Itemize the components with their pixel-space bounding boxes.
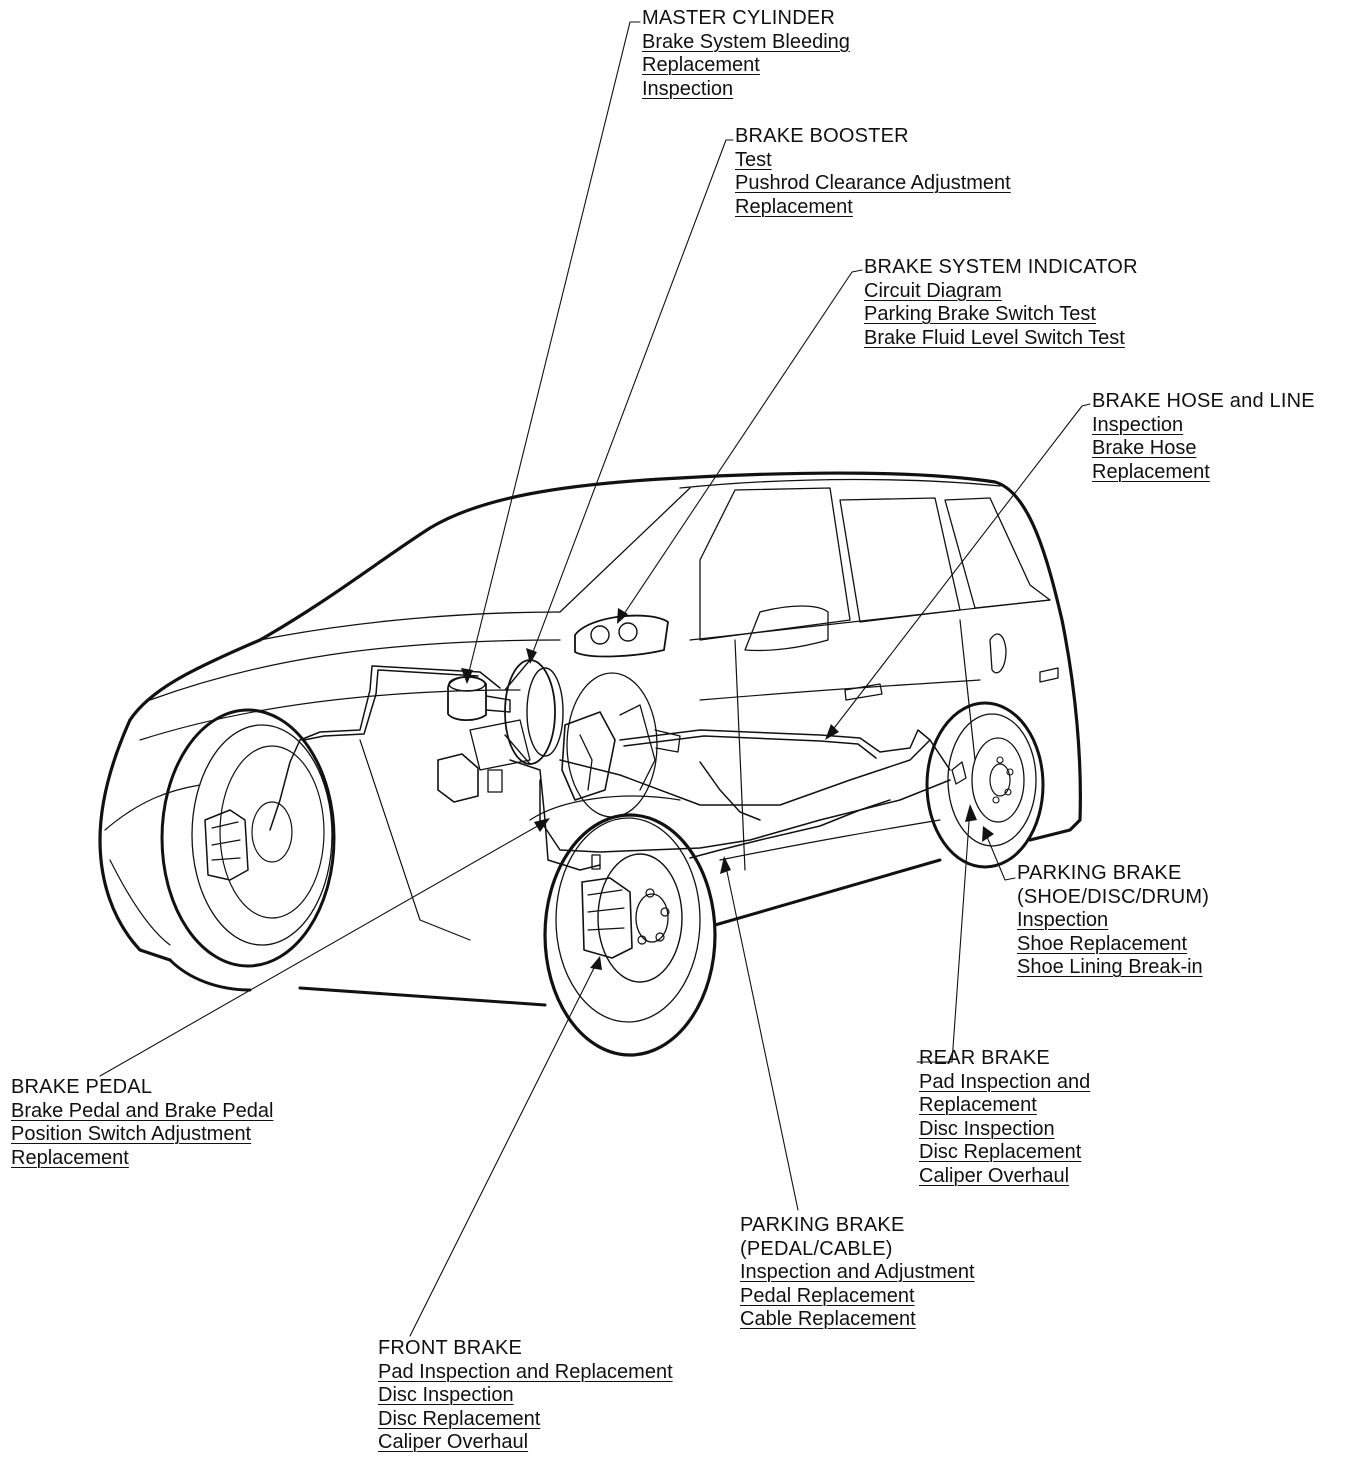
leader-master-cylinder	[466, 21, 641, 681]
link-rear-pad-replacement[interactable]: Replacement	[919, 1094, 1037, 1116]
callout-title: BRAKE SYSTEM INDICATOR	[864, 256, 1138, 278]
callout-title: REAR BRAKE	[919, 1047, 1050, 1069]
callout-subtitle: (PEDAL/CABLE)	[740, 1237, 893, 1260]
link-front-caliper-overhaul[interactable]: Caliper Overhaul	[378, 1431, 529, 1453]
link-master-cylinder-replacement[interactable]: Replacement	[642, 54, 760, 76]
callout-brake-booster: BRAKE BOOSTER Test Pushrod Clearance Adj…	[735, 125, 1011, 219]
link-brake-system-bleeding[interactable]: Brake System Bleeding	[642, 30, 850, 53]
link-brake-booster-test[interactable]: Test	[735, 148, 772, 171]
callout-title: BRAKE PEDAL	[11, 1076, 153, 1098]
callout-master-cylinder: MASTER CYLINDER Brake System Bleeding Re…	[642, 7, 850, 101]
brake-components	[437, 614, 681, 818]
leader-parking-brake-shoe	[984, 831, 1016, 881]
callout-title: MASTER CYLINDER	[642, 7, 836, 29]
link-parking-brake-shoe-inspection[interactable]: Inspection	[1017, 909, 1109, 931]
link-rear-disc-replacement[interactable]: Disc Replacement	[919, 1141, 1082, 1163]
link-brake-booster-replacement[interactable]: Replacement	[735, 195, 853, 218]
link-brake-hose-inspection[interactable]: Inspection	[1092, 413, 1184, 436]
link-inspection-and-adjustment[interactable]: Inspection and Adjustment	[740, 1261, 975, 1283]
leader-arrowheads	[461, 608, 994, 970]
callout-parking-brake-shoe: PARKING BRAKE (SHOE/DISC/DRUM) Inspectio…	[1017, 862, 1209, 980]
link-brake-pedal-and-brake-pedal[interactable]: Brake Pedal and Brake Pedal	[11, 1099, 274, 1122]
brake-lines	[269, 665, 951, 871]
callout-title: BRAKE BOOSTER	[735, 125, 909, 147]
link-rear-pad-inspection[interactable]: Pad Inspection and	[919, 1070, 1091, 1093]
leader-rear-brake	[916, 807, 971, 1063]
callout-title: PARKING BRAKE	[1017, 862, 1182, 884]
vehicle-body	[98, 471, 1082, 1007]
leader-lines	[99, 21, 1091, 1337]
link-brake-fluid-level-switch-test[interactable]: Brake Fluid Level Switch Test	[864, 326, 1125, 349]
callout-brake-hose-and-line: BRAKE HOSE and LINE Inspection Brake Hos…	[1092, 390, 1315, 484]
link-pedal-replacement[interactable]: Pedal Replacement	[740, 1284, 915, 1307]
callout-front-brake: FRONT BRAKE Pad Inspection and Replaceme…	[378, 1337, 673, 1455]
callout-subtitle: (SHOE/DISC/DRUM)	[1017, 885, 1210, 908]
link-rear-disc-inspection[interactable]: Disc Inspection	[919, 1117, 1055, 1140]
rear-wheel	[925, 701, 1045, 869]
leader-brake-hose-and-line	[827, 403, 1091, 737]
link-front-pad-inspection-and-replacement[interactable]: Pad Inspection and Replacement	[378, 1360, 673, 1383]
link-brake-hose-replacement[interactable]: Replacement	[1092, 460, 1210, 483]
link-parking-brake-switch-test[interactable]: Parking Brake Switch Test	[864, 303, 1096, 325]
callout-rear-brake: REAR BRAKE Pad Inspection and Replacemen…	[919, 1047, 1090, 1188]
callout-parking-brake-pedal: PARKING BRAKE (PEDAL/CABLE) Inspection a…	[740, 1214, 975, 1332]
leader-brake-system-indicator	[619, 269, 863, 621]
leader-parking-brake-pedal	[724, 861, 799, 1211]
link-shoe-replacement[interactable]: Shoe Replacement	[1017, 932, 1188, 955]
link-front-disc-inspection[interactable]: Disc Inspection	[378, 1384, 514, 1406]
link-position-switch-adjustment[interactable]: Position Switch Adjustment	[11, 1123, 252, 1145]
link-cable-replacement[interactable]: Cable Replacement	[740, 1308, 916, 1330]
callout-brake-pedal: BRAKE PEDAL Brake Pedal and Brake Pedal …	[11, 1076, 273, 1170]
link-shoe-lining-break-in[interactable]: Shoe Lining Break-in	[1017, 956, 1203, 978]
link-brake-pedal-replacement[interactable]: Replacement	[11, 1146, 129, 1169]
front-left-wheel	[160, 708, 336, 968]
callout-brake-system-indicator: BRAKE SYSTEM INDICATOR Circuit Diagram P…	[864, 256, 1138, 350]
link-front-disc-replacement[interactable]: Disc Replacement	[378, 1407, 541, 1430]
callout-title: PARKING BRAKE	[740, 1214, 905, 1236]
link-circuit-diagram[interactable]: Circuit Diagram	[864, 279, 1002, 302]
front-right-wheel	[543, 813, 717, 1057]
link-pushrod-clearance-adjustment[interactable]: Pushrod Clearance Adjustment	[735, 172, 1011, 194]
link-master-cylinder-inspection[interactable]: Inspection	[642, 77, 734, 100]
link-brake-hose[interactable]: Brake Hose	[1092, 437, 1197, 459]
link-rear-caliper-overhaul[interactable]: Caliper Overhaul	[919, 1164, 1070, 1187]
callout-title: BRAKE HOSE and LINE	[1092, 390, 1315, 412]
leader-front-brake	[409, 959, 599, 1337]
leader-brake-pedal	[99, 819, 549, 1077]
callout-title: FRONT BRAKE	[378, 1337, 523, 1359]
leader-brake-booster	[529, 139, 734, 661]
